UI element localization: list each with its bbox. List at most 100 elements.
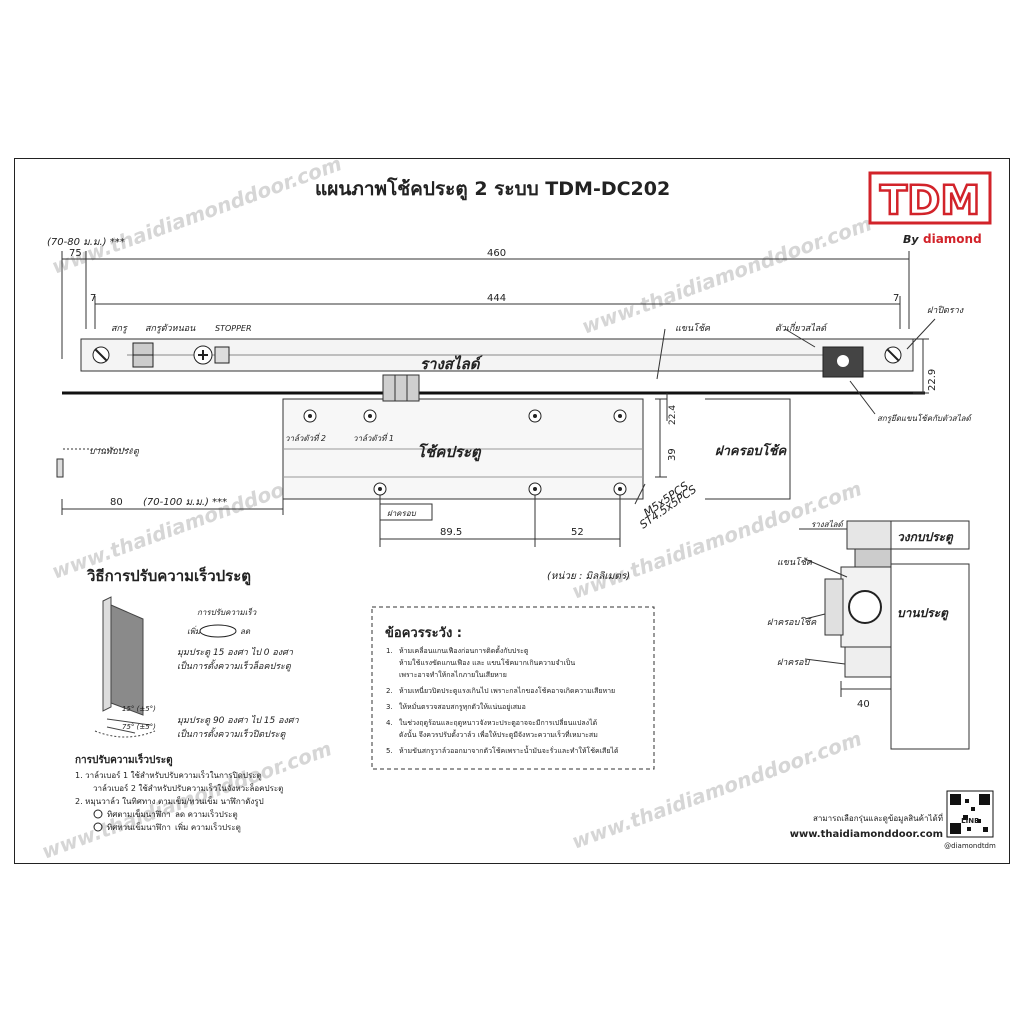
cautions-box bbox=[371, 606, 655, 770]
speed-door-illustration bbox=[94, 596, 156, 738]
label-stopper: STOPPER bbox=[215, 324, 252, 333]
speed-cw-effect: ลด ความเร็วประตู bbox=[175, 809, 238, 820]
side-rail: รางสไลด์ bbox=[811, 519, 845, 529]
dim-22-9: 22.9 bbox=[927, 369, 938, 391]
label-closer-arm: แขนโช้ค bbox=[675, 322, 711, 334]
watermark: www.thaidiamonddoor.com bbox=[579, 211, 875, 338]
screw-nut-icon bbox=[132, 342, 154, 368]
dim-52: 52 bbox=[571, 527, 584, 538]
cautions-list: 1. ห้ามเคลื่อนแกนเฟืองก่อนการติดตั้งกับป… bbox=[386, 644, 619, 755]
side-view bbox=[799, 520, 970, 750]
caution-1-line-3: เพราะอาจทำให้กลไกภายในเสียหาย bbox=[399, 670, 507, 679]
tdm-logo: TDM By diamond bbox=[868, 171, 992, 246]
dial-label: การปรับความเร็ว bbox=[197, 607, 257, 617]
speed-heading: วิธีการปรับความเร็วประตู bbox=[86, 566, 251, 586]
label-door-closer: โช้คประตู bbox=[417, 442, 482, 462]
mount-hole-icon bbox=[613, 482, 627, 496]
rail-guide-icon bbox=[822, 346, 864, 378]
side-frame: วงกบประตู bbox=[897, 530, 954, 545]
side-cover: ฝาครอบโช้ค bbox=[767, 616, 817, 628]
qr-line-label: LINE bbox=[961, 817, 979, 825]
angle-75: 75° (±5°) bbox=[122, 723, 156, 731]
dim-22-4: 22.4 bbox=[668, 405, 678, 425]
dial-plus: เพิ่ม bbox=[187, 625, 201, 636]
mount-hole-icon bbox=[373, 482, 387, 496]
logo-text: TDM bbox=[880, 178, 980, 224]
label-arm-screw: สกรูยึดแขนโช้คกับตัวสไลด์ bbox=[877, 413, 973, 424]
caution-4-line-1: ในช่วงฤดูร้อนและฤดูหนาวจังหวะประตูอาจจะม… bbox=[399, 718, 597, 727]
mount-hole-icon bbox=[303, 409, 317, 423]
speed-step1-line2: วาล์วเบอร์ 2 ใช้สำหรับปรับความเร็วในจังห… bbox=[93, 783, 283, 794]
range-top: (70-80 ม.ม.) *** bbox=[47, 237, 125, 248]
mount-hole-icon bbox=[528, 409, 542, 423]
caution-1-line-1: ห้ามเคลื่อนแกนเฟืองก่อนการติดตั้งกับประต… bbox=[399, 644, 529, 655]
dim-39: 39 bbox=[667, 448, 678, 461]
watermark: www.thaidiamonddoor.com bbox=[49, 159, 345, 279]
note2-line2: เป็นการตั้งความเร็วปิดประตู bbox=[177, 727, 286, 740]
label-cover: ฝาครอบโช้ค bbox=[715, 442, 787, 459]
caution-3-line-1: ให้หมั่นตรวจสอบสกรูทุกตัวให้แน่นอยู่เสมอ bbox=[399, 702, 526, 711]
qr-code-icon bbox=[946, 790, 994, 838]
caution-2-line-1: ห้ามเหนี่ยวปิดประตูแรงเกินไป เพราะกลไกขอ… bbox=[399, 686, 615, 695]
dim-7-left: 7 bbox=[90, 293, 96, 304]
side-dim-40: 40 bbox=[857, 699, 870, 710]
dim-444: 444 bbox=[487, 293, 506, 304]
caution-1-line-2: ห้ามใช้แรงขัดแกนเฟือง และ แขนโช้คมากเกิน… bbox=[399, 658, 575, 667]
label-door-hinge: บานพับประตู bbox=[89, 446, 140, 457]
side-view-labels: รางสไลด์ วงกบประตู แขนโช้ค บานประตู ฝาคร… bbox=[767, 519, 954, 710]
dial-minus: ลด bbox=[240, 627, 251, 636]
diagram-sheet: www.thaidiamonddoor.com www.thaidiamondd… bbox=[14, 151, 1010, 864]
fasteners bbox=[92, 342, 902, 496]
label-screw-nut: สกรูตัวหนอน bbox=[145, 323, 196, 334]
screw-icon bbox=[92, 346, 110, 364]
by-prefix: By bbox=[903, 233, 919, 246]
svg-text:2.: 2. bbox=[386, 687, 393, 695]
dim-460: 460 bbox=[487, 248, 506, 259]
caution-5-line-1: ห้ามขันสกรูวาล์วออกมาจากตัวโช้คเพราะน้ำม… bbox=[399, 744, 619, 755]
label-cap: ฝาครอบ bbox=[387, 509, 417, 518]
dim-7-right: 7 bbox=[893, 293, 899, 304]
footer-text: สามารถเลือกรุ่นและดูข้อมูลสินค้าได้ที่ bbox=[813, 812, 943, 824]
speed-step1-line1: 1. วาล์วเบอร์ 1 ใช้สำหรับปรับความเร็วในก… bbox=[75, 770, 262, 781]
svg-text:5.: 5. bbox=[386, 747, 393, 755]
unit-label: (หน่วย : มิลลิเมตร) bbox=[547, 570, 630, 582]
footer-url: www.thaidiamonddoor.com bbox=[790, 829, 943, 840]
by-diamond: diamond bbox=[923, 232, 982, 246]
speed-sub-heading: การปรับความเร็วประตู bbox=[75, 752, 173, 767]
mount-hole-icon bbox=[613, 409, 627, 423]
stopper-icon bbox=[193, 345, 230, 365]
side-arm: แขนโช้ค bbox=[777, 556, 813, 568]
label-rail-cap: ฝาปิดราง bbox=[927, 305, 964, 316]
side-cap: ฝาครอบ bbox=[777, 658, 811, 668]
speed-cw: ทิศตามเข็มนาฬิกา bbox=[107, 809, 171, 819]
speed-ccw: ทิศทวนเข็มนาฬิกา bbox=[107, 822, 171, 832]
page-title: แผนภาพโช้คประตู 2 ระบบ TDM-DC202 bbox=[315, 177, 670, 201]
note2-line1: มุมประตู 90 องศา ไป 15 องศา bbox=[177, 714, 300, 726]
svg-text:1.: 1. bbox=[386, 647, 393, 655]
top-drawing-labels: (70-80 ม.ม.) *** 75 460 444 7 7 22.9 22.… bbox=[47, 237, 973, 582]
label-screw: สกรู bbox=[111, 324, 128, 334]
label-valve2: วาล์วตัวที่ 2 bbox=[285, 432, 326, 443]
label-rail-guide: ตัวเกี่ยวสไลด์ bbox=[775, 321, 828, 334]
label-slide-rail: รางสไลด์ bbox=[420, 355, 483, 373]
caution-4-line-2: ดังนั้น จึงควรปรับตั้งวาล์ว เพื่อให้ประต… bbox=[399, 728, 598, 739]
angle-15: 15° (±5°) bbox=[122, 705, 156, 713]
footer-handle: @diamondtdm bbox=[944, 842, 996, 850]
ccw-icon bbox=[93, 822, 103, 832]
note1-line1: มุมประตู 15 องศา ไป 0 องศา bbox=[177, 646, 294, 658]
label-valve1: วาล์วตัวที่ 1 bbox=[353, 432, 394, 443]
svg-text:3.: 3. bbox=[386, 703, 393, 711]
speed-ccw-effect: เพิ่ม ความเร็วประตู bbox=[175, 821, 241, 833]
dim-75: 75 bbox=[69, 248, 82, 259]
top-drawing bbox=[56, 251, 936, 547]
screw-icon bbox=[884, 346, 902, 364]
cautions-heading: ข้อควรระวัง : bbox=[385, 625, 462, 641]
dim-80: 80 bbox=[110, 497, 123, 508]
range-bottom: (70-100 ม.ม.) *** bbox=[143, 497, 227, 508]
mount-hole-icon bbox=[363, 409, 377, 423]
speed-dial: การปรับความเร็ว เพิ่ม ลด bbox=[187, 607, 257, 638]
side-door: บานประตู bbox=[897, 606, 949, 621]
note1-line2: เป็นการตั้งความเร็วล็อคประตู bbox=[177, 659, 292, 672]
cw-icon bbox=[93, 809, 103, 819]
svg-text:4.: 4. bbox=[386, 719, 393, 727]
